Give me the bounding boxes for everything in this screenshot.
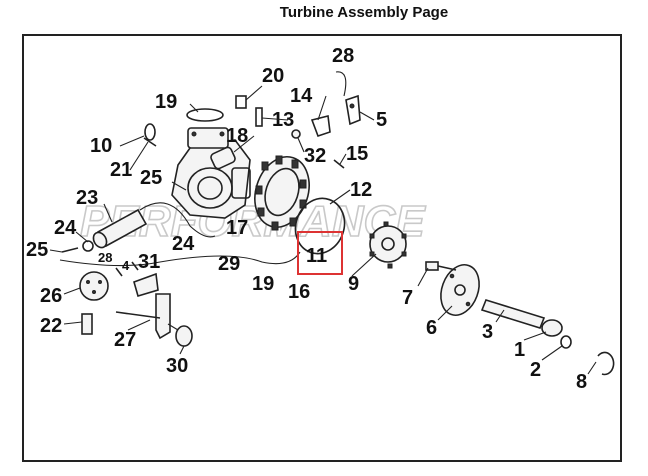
small-screw-4-28 xyxy=(115,261,139,277)
callout-6[interactable]: 6 xyxy=(426,317,437,339)
callout-11[interactable]: 11 xyxy=(306,245,327,267)
callout-19-bottom[interactable]: 19 xyxy=(252,273,274,295)
leader-lines xyxy=(49,95,597,375)
screw-13 xyxy=(255,107,263,127)
callout-30[interactable]: 30 xyxy=(166,355,188,377)
callout-24-left[interactable]: 24 xyxy=(54,217,77,239)
callout-31[interactable]: 31 xyxy=(138,251,160,273)
plate-26 xyxy=(79,271,109,301)
bearing-1 xyxy=(541,319,563,337)
bolt-7 xyxy=(425,261,457,271)
callout-10[interactable]: 10 xyxy=(90,135,112,157)
linkage-27 xyxy=(115,293,171,340)
bracket-14 xyxy=(310,115,331,138)
hub-6 xyxy=(440,264,480,316)
cable-29 xyxy=(59,251,301,267)
snap-ring-8 xyxy=(597,351,615,376)
turbine-stator-wheel xyxy=(254,155,310,231)
callout-26[interactable]: 26 xyxy=(40,285,62,307)
callout-21[interactable]: 21 xyxy=(110,159,132,181)
callout-25-top[interactable]: 25 xyxy=(140,167,162,189)
washer-2 xyxy=(560,335,572,349)
callout-15[interactable]: 15 xyxy=(346,143,368,165)
callout-32[interactable]: 32 xyxy=(304,145,326,167)
callout-labels: 28 20 19 14 13 5 10 18 32 15 21 25 12 23… xyxy=(26,45,587,393)
shaft-3 xyxy=(480,299,546,329)
clip-22 xyxy=(81,313,93,335)
callout-14[interactable]: 14 xyxy=(290,85,313,107)
nut-32 xyxy=(291,129,301,139)
page-title: Turbine Assembly Page xyxy=(279,4,449,21)
highlight-box-11 xyxy=(297,231,343,275)
callout-1[interactable]: 1 xyxy=(514,339,525,361)
callout-28[interactable]: 28 xyxy=(332,45,354,67)
callout-29[interactable]: 29 xyxy=(218,253,240,275)
callout-7[interactable]: 7 xyxy=(402,287,413,309)
callout-12[interactable]: 12 xyxy=(350,179,372,201)
callout-23[interactable]: 23 xyxy=(76,187,98,209)
callout-17[interactable]: 17 xyxy=(226,217,248,239)
callout-18[interactable]: 18 xyxy=(226,125,248,147)
callout-25-left[interactable]: 25 xyxy=(26,239,48,261)
callout-9[interactable]: 9 xyxy=(348,273,359,295)
washer-24 xyxy=(82,240,94,252)
sprocket-9 xyxy=(369,221,407,269)
callout-3[interactable]: 3 xyxy=(482,321,493,343)
callout-5[interactable]: 5 xyxy=(376,109,387,131)
cylinder-23 xyxy=(92,208,148,249)
diagram-frame xyxy=(22,34,622,462)
knob-30 xyxy=(167,323,193,347)
flange-18 xyxy=(210,146,236,170)
bracket-31 xyxy=(133,272,159,297)
callout-24-center[interactable]: 24 xyxy=(172,233,195,255)
screw-25 xyxy=(61,247,79,253)
callout-4[interactable]: 4 xyxy=(122,258,130,273)
callout-27[interactable]: 27 xyxy=(114,329,136,351)
callout-2[interactable]: 2 xyxy=(530,359,541,381)
cable-28-top xyxy=(335,71,347,97)
plug-20 xyxy=(235,85,263,109)
gasket-19-top xyxy=(186,108,224,122)
gasket-loop-17 xyxy=(139,202,216,238)
callout-22[interactable]: 22 xyxy=(40,315,62,337)
callout-20[interactable]: 20 xyxy=(262,65,284,87)
bracket-5 xyxy=(345,94,361,126)
callout-19-top[interactable]: 19 xyxy=(155,91,177,113)
screw-15 xyxy=(333,159,345,169)
callout-8[interactable]: 8 xyxy=(576,371,587,393)
turbine-housing xyxy=(171,127,251,219)
callout-16[interactable]: 16 xyxy=(288,281,310,303)
callout-28-small[interactable]: 28 xyxy=(98,250,112,265)
elbow-10 xyxy=(143,123,157,147)
